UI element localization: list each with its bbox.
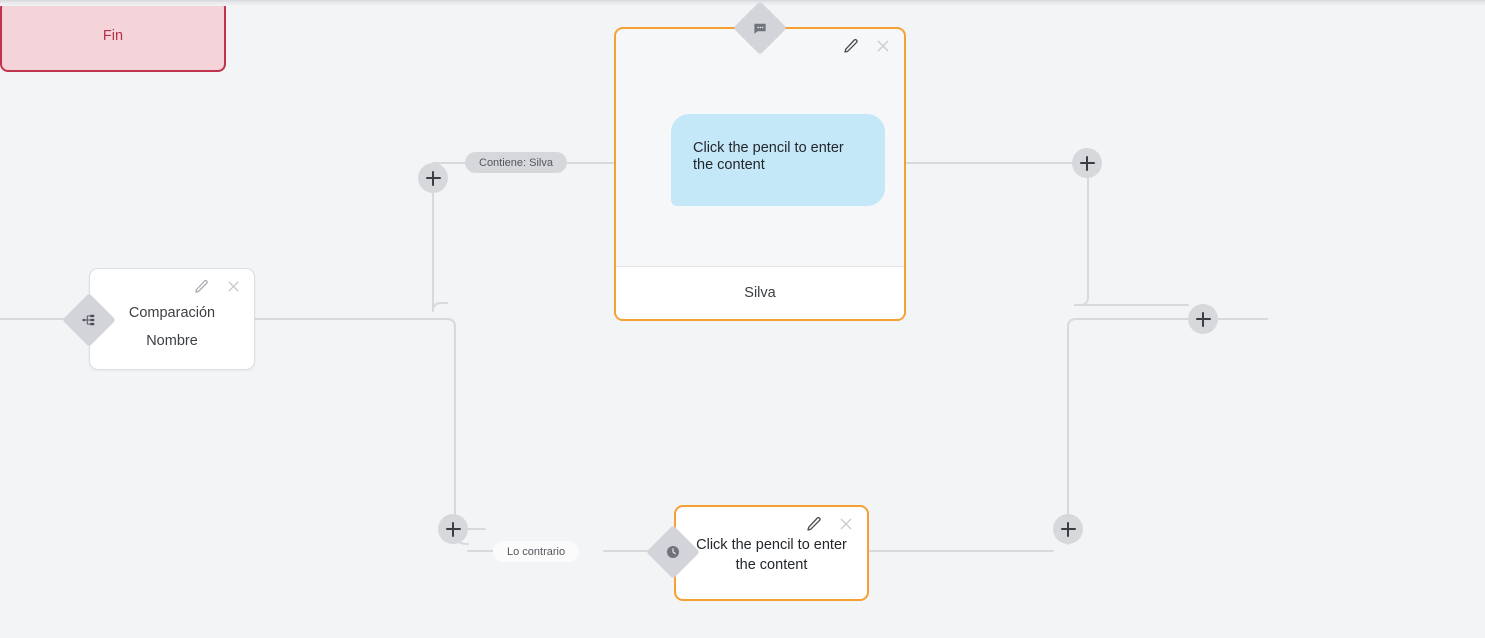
node-delay[interactable]: Click the pencil to enter the content: [674, 505, 869, 601]
comparison-node-actions: [192, 277, 242, 295]
add-step-branch-false-left[interactable]: [438, 514, 468, 544]
comparison-node-text: Comparación Nombre: [90, 299, 254, 355]
node-end[interactable]: Fin: [0, 0, 226, 72]
node-comparison[interactable]: Comparación Nombre: [62, 268, 255, 370]
edge-label-condition-true[interactable]: Contiene: Silva: [465, 152, 567, 173]
add-step-before-end[interactable]: [1188, 304, 1218, 334]
edge-label-condition-false[interactable]: Lo contrario: [493, 541, 580, 562]
close-icon[interactable]: [874, 37, 892, 55]
message-node-actions: [842, 37, 892, 55]
branch-split-icon: [62, 293, 116, 347]
edge-message-down: [1074, 177, 1089, 306]
node-message[interactable]: Click the pencil to enter the content Si…: [614, 27, 906, 321]
edge-delay-up: [1067, 318, 1083, 545]
pencil-icon[interactable]: [805, 515, 823, 533]
add-step-after-message[interactable]: [1072, 148, 1102, 178]
clock-icon: [646, 525, 700, 579]
edge-true-corner-bottom: [432, 302, 448, 312]
pencil-icon[interactable]: [842, 37, 860, 55]
delay-node-text: Click the pencil to enter the content: [696, 537, 847, 573]
close-icon[interactable]: [837, 515, 855, 533]
pencil-icon[interactable]: [192, 277, 210, 295]
message-bubble: Click the pencil to enter the content: [671, 114, 885, 206]
close-icon[interactable]: [224, 277, 242, 295]
end-node-label: Fin: [102, 28, 124, 44]
comparison-subtitle: Nombre: [146, 333, 198, 349]
message-footer-label: Silva: [744, 285, 776, 301]
add-step-after-delay[interactable]: [1053, 514, 1083, 544]
message-footer: Silva: [616, 266, 904, 319]
delay-node-actions: [805, 515, 855, 533]
chat-bubble-icon: [733, 1, 787, 55]
edge-false-corner: [439, 318, 456, 328]
add-step-branch-true-top[interactable]: [418, 163, 448, 193]
comparison-title: Comparación: [128, 305, 216, 321]
